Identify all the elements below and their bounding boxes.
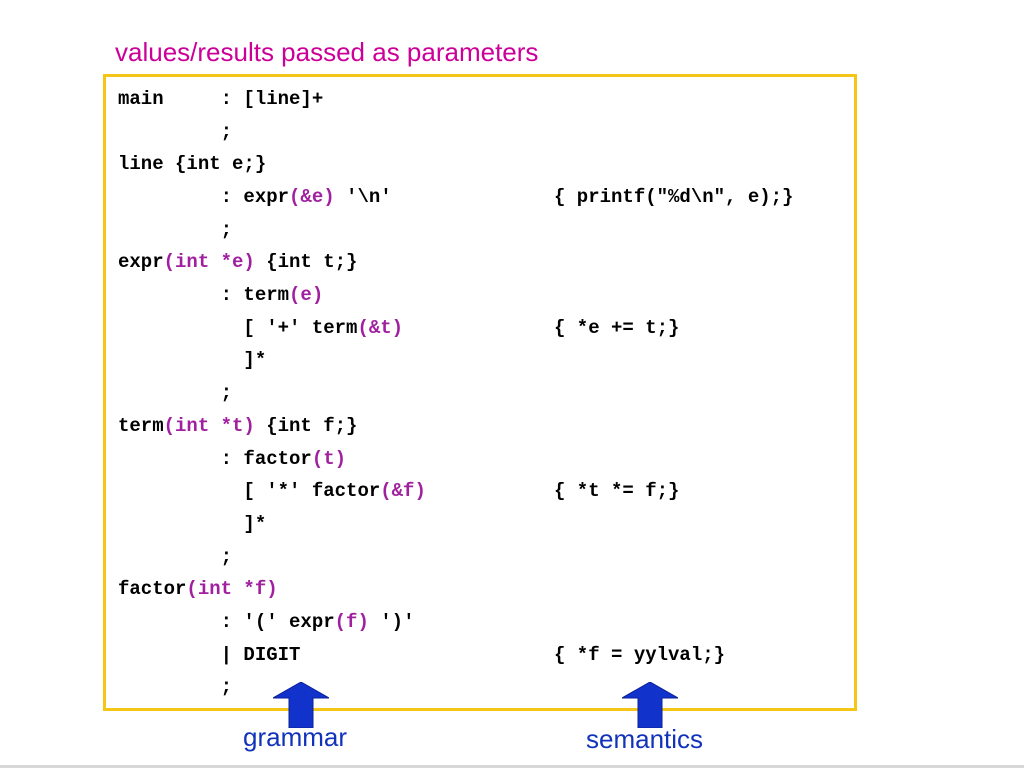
code-text: expr — [118, 251, 164, 273]
semantic-action-2: { *e += t;} — [554, 317, 680, 339]
code-text: '\n' — [334, 186, 392, 208]
code-param: (&f) — [380, 480, 426, 502]
code-line-4: : expr(&e) '\n' — [118, 188, 392, 207]
semantic-action-3: { *t *= f;} — [554, 480, 680, 502]
code-param: (int *e) — [163, 251, 255, 273]
code-text: : expr — [118, 186, 290, 208]
bottom-divider — [0, 765, 1024, 768]
code-text: ')' — [368, 611, 415, 633]
code-text: : '(' expr — [118, 611, 335, 633]
code-line-17: : '(' expr(f) ')' — [118, 611, 415, 633]
code-param: (t) — [311, 448, 347, 470]
code-line-8: [ '+' term(&t) — [118, 319, 403, 338]
code-text: factor — [118, 578, 187, 600]
code-text: | DIGIT — [118, 644, 301, 666]
code-line-12: : factor(t) — [118, 450, 346, 469]
code-text: ; — [118, 546, 233, 568]
up-arrow-icon — [622, 682, 678, 728]
code-param: (&t) — [357, 317, 404, 339]
code-text: ; — [118, 676, 233, 698]
code-line-2: ; — [118, 123, 232, 142]
code-line-5: ; — [118, 221, 232, 240]
code-text: [ '*' factor — [118, 480, 381, 502]
code-text: ; — [118, 382, 233, 404]
code-line-14: ]* — [118, 515, 266, 534]
code-line-16: factor(int *f) — [118, 580, 278, 599]
code-line-7: : term(e) — [118, 284, 324, 306]
code-line-19: ; — [118, 678, 232, 697]
code-line-18: | DIGIT — [118, 644, 301, 666]
semantic-action-1: { printf("%d\n", e);} — [554, 186, 794, 208]
code-text: ; — [118, 121, 233, 143]
code-param: (f) — [334, 611, 369, 633]
code-param: (e) — [289, 284, 324, 306]
code-text: {int f;} — [254, 415, 358, 437]
slide-title: values/results passed as parameters — [115, 37, 539, 67]
code-line-6: expr(int *e) {int t;} — [118, 253, 357, 272]
code-line-9: ]* — [118, 351, 266, 370]
code-text: term — [118, 415, 164, 437]
code-line-15: ; — [118, 548, 232, 567]
up-arrow-icon — [273, 682, 329, 728]
code-line-1: main : [line]+ — [118, 90, 323, 109]
code-line-11: term(int *t) {int f;} — [118, 417, 357, 436]
code-param: (int *t) — [163, 415, 255, 437]
code-text: : factor — [118, 448, 312, 470]
code-box: main : [line]+ ; line {int e;} : expr(&e… — [103, 74, 857, 711]
semantics-caption: semantics — [586, 724, 704, 754]
code-text: [ '+' term — [118, 317, 358, 339]
code-text: ]* — [118, 349, 267, 371]
grammar-caption: grammar — [243, 722, 348, 752]
code-param: (&e) — [289, 186, 335, 208]
code-text: {int t;} — [254, 251, 358, 273]
code-line-10: ; — [118, 384, 232, 403]
code-line-13: [ '*' factor(&f) — [118, 480, 426, 502]
code-text: ; — [118, 219, 233, 241]
code-text: line {int e;} — [118, 153, 267, 175]
code-line-3: line {int e;} — [118, 155, 266, 174]
code-text: ]* — [118, 513, 267, 535]
code-text: main : [line]+ — [118, 88, 324, 110]
code-text: : term — [118, 284, 290, 306]
code-param: (int *f) — [186, 578, 278, 600]
semantic-action-4: { *f = yylval;} — [554, 644, 726, 666]
